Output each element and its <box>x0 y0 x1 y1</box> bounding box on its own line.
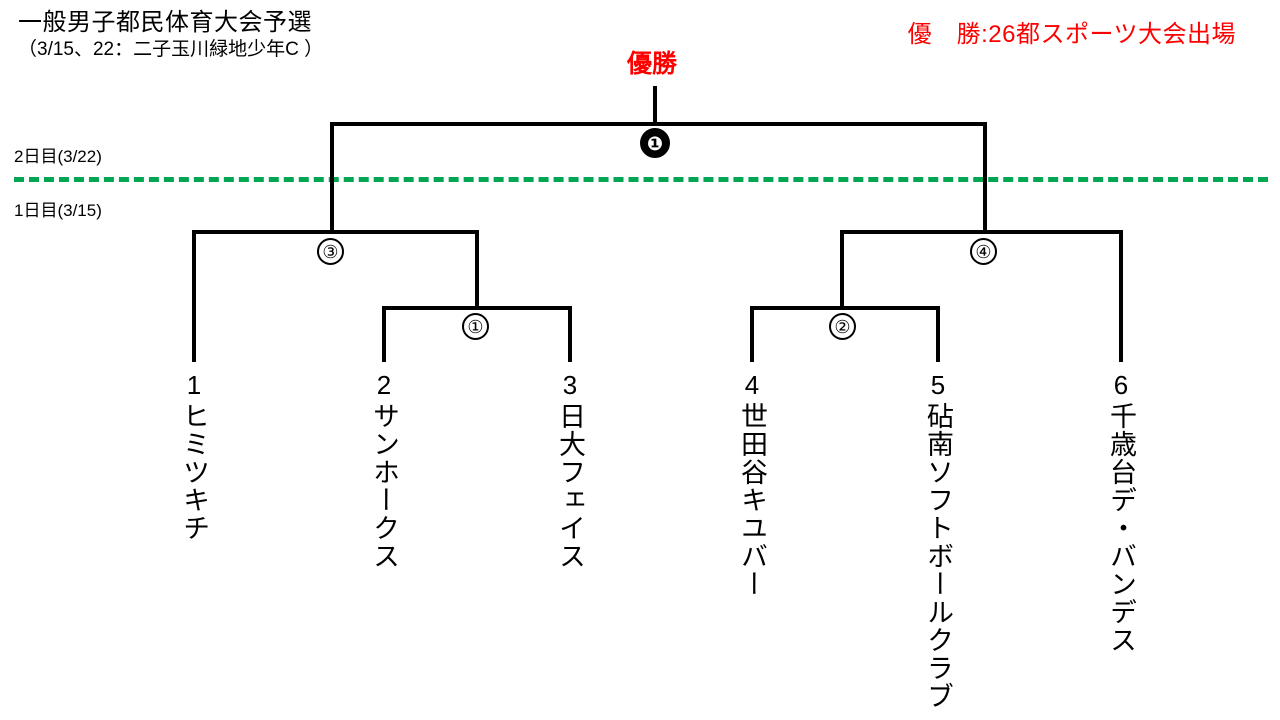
champion-label: 優勝 <box>627 50 678 78</box>
match-marker-first-right: ② <box>829 313 856 340</box>
team-name: 世田谷キユバー <box>737 402 768 598</box>
final-right-leg <box>983 122 987 232</box>
match-marker-semi-right: ④ <box>970 238 997 265</box>
semi-right-leg-winner <box>840 230 844 310</box>
page-title-block: 一般男子都民体育大会予選 （3/15、22：二子玉川緑地少年C ） <box>18 8 323 62</box>
team-seed: 5 <box>930 370 946 400</box>
semi-left-crossbar <box>192 230 479 234</box>
final-left-leg <box>330 122 334 232</box>
prize-note: 優 勝:26都スポーツ大会出場 <box>907 21 1236 48</box>
match-marker-semi-left: ③ <box>317 238 344 265</box>
team-name: 日大フェイス <box>555 402 586 570</box>
team-entry-3: 3 日大フェイス <box>547 370 593 575</box>
first-right-leg-team5 <box>936 306 940 362</box>
semi-right-leg-team6 <box>1119 230 1123 362</box>
match-marker-first-left: ① <box>462 313 489 340</box>
page-title: 一般男子都民体育大会予選 <box>18 9 312 36</box>
match-marker-final: ❶ <box>640 128 670 158</box>
final-champion-stem <box>653 86 657 124</box>
team-entry-5: 5 砧南ソフトボールクラブ <box>915 370 961 715</box>
team-name: サンホークス <box>369 402 400 570</box>
day1-label: 1日目(3/15) <box>14 201 102 220</box>
first-right-leg-team4 <box>750 306 754 362</box>
team-entry-4: 4 世田谷キユバー <box>729 370 775 603</box>
page-subtitle: （3/15、22：二子玉川緑地少年C ） <box>18 39 324 60</box>
team-entry-2: 2 サンホークス <box>361 370 407 575</box>
final-crossbar <box>330 122 987 126</box>
semi-right-crossbar <box>840 230 1123 234</box>
first-left-leg-team2 <box>382 306 386 362</box>
team-seed: 4 <box>744 370 760 400</box>
first-left-crossbar <box>382 306 572 310</box>
day-divider-line <box>14 177 1268 182</box>
first-left-leg-team3 <box>568 306 572 362</box>
team-entry-6: 6 千歳台デ・バンデス <box>1098 370 1144 659</box>
first-right-crossbar <box>750 306 940 310</box>
team-entry-1: 1 ヒミツキチ <box>171 370 217 547</box>
semi-left-leg-team1 <box>192 230 196 362</box>
team-seed: 3 <box>562 370 578 400</box>
team-seed: 1 <box>186 370 202 400</box>
team-seed: 6 <box>1113 370 1129 400</box>
team-seed: 2 <box>376 370 392 400</box>
team-name: 千歳台デ・バンデス <box>1106 402 1137 654</box>
team-name: ヒミツキチ <box>179 402 210 542</box>
semi-left-leg-winner <box>475 230 479 310</box>
day2-label: 2日目(3/22) <box>14 147 102 166</box>
team-name: 砧南ソフトボールクラブ <box>923 402 954 710</box>
